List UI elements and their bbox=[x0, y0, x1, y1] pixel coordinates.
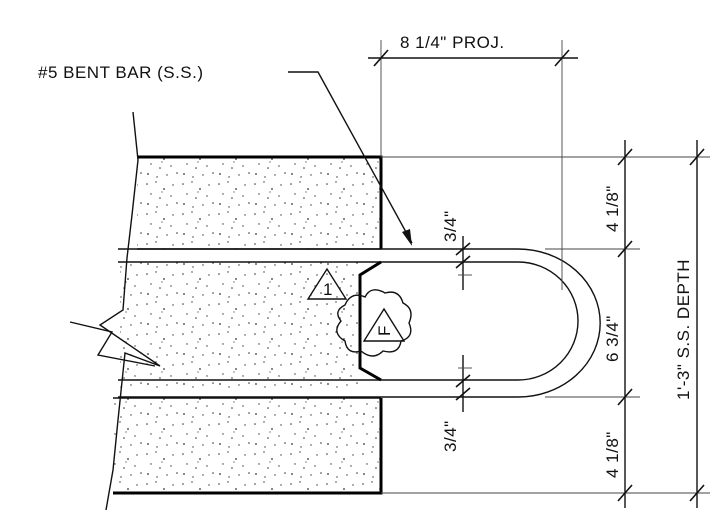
revision-tag-label: 1 bbox=[323, 280, 333, 299]
concrete-slab bbox=[113, 155, 383, 495]
bent-bar-leader bbox=[288, 71, 413, 244]
bent-bar-label: #5 BENT BAR (S.S.) bbox=[38, 63, 204, 82]
concrete-bottom-block bbox=[113, 398, 380, 493]
finish-tag: F bbox=[362, 307, 406, 342]
projection-label: 8 1/4" PROJ. bbox=[400, 33, 505, 52]
concrete-top-block bbox=[137, 157, 381, 249]
dim-middle-label: 6 3/4" bbox=[603, 315, 622, 362]
dim-bottom-label: 4 1/8" bbox=[603, 431, 622, 478]
break-line bbox=[98, 111, 161, 511]
flange-chevron bbox=[358, 260, 382, 382]
depth-dimensions: 4 1/8" 6 3/4" 4 1/8" 1'-3" S.S. DEPTH bbox=[381, 140, 710, 508]
dim-top-label: 4 1/8" bbox=[603, 185, 622, 232]
projection-dimension: 8 1/4" PROJ. bbox=[368, 33, 578, 290]
cover-top-label: 3/4" bbox=[441, 210, 460, 242]
cover-dimensions: 3/4" 3/4" bbox=[441, 210, 472, 452]
bent-bar bbox=[118, 248, 601, 398]
revision-tag: 1 bbox=[306, 267, 348, 300]
leader-arrowhead bbox=[402, 229, 412, 246]
break-symbol bbox=[69, 321, 156, 367]
cover-bottom-label: 3/4" bbox=[441, 420, 460, 452]
overall-depth-label: 1'-3" S.S. DEPTH bbox=[674, 259, 693, 400]
concrete-middle-block bbox=[120, 262, 360, 388]
finish-tag-label: F bbox=[375, 325, 394, 336]
